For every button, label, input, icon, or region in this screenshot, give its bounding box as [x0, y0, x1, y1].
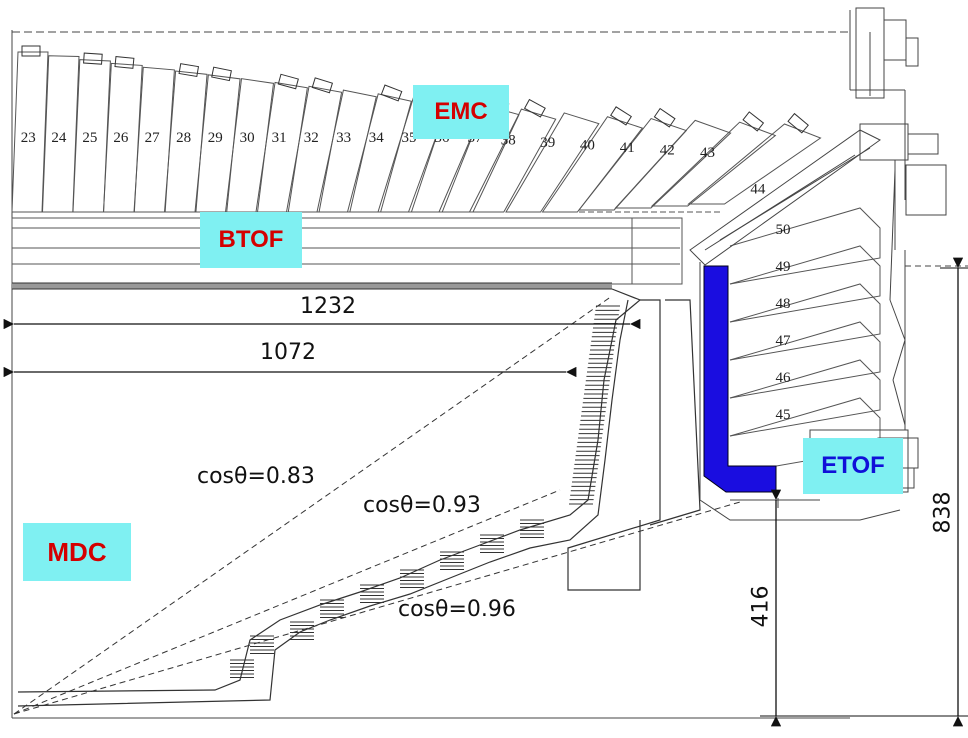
emc-crystal-number: 39	[540, 135, 555, 151]
emc-crystal-31	[255, 81, 308, 213]
emc-crystal-number: 31	[272, 130, 287, 146]
emc-crystal-number: 24	[51, 130, 67, 146]
emc-endcap-crystal-47	[729, 321, 881, 399]
emc-readout-block	[178, 63, 200, 78]
emc-crystal-33	[316, 89, 377, 213]
emc-crystal-number: 30	[240, 130, 255, 146]
emc-crystal-44	[687, 123, 822, 205]
mdc-label: MDC	[23, 523, 131, 581]
emc-endcap-crystal-48	[729, 283, 881, 361]
emc-crystal-number: 28	[176, 130, 191, 146]
emc-crystal-43	[650, 121, 777, 207]
etof-detector	[703, 265, 777, 493]
etof-support	[689, 129, 909, 521]
emc-crystal-number: 41	[620, 140, 635, 156]
emc-crystal-41	[577, 117, 688, 211]
emc-readout-block	[380, 84, 403, 102]
etof-label: ETOF	[803, 438, 903, 494]
emc-barrel-crystals: 2324252627282930313233343536373839404142…	[11, 45, 822, 213]
emc-crystal-32	[285, 85, 343, 213]
btof-slab	[11, 211, 720, 285]
right-mechanics	[855, 7, 947, 489]
cos-083-label: cosθ=0.83	[197, 464, 315, 489]
emc-crystal-number: 44	[750, 182, 766, 198]
dimension-lines	[3, 257, 968, 727]
btof-label: BTOF	[200, 212, 302, 268]
dim-416-text: 416	[748, 585, 774, 628]
mdc-endplate	[17, 288, 701, 707]
emc-crystal-number: 33	[336, 130, 351, 146]
emc-crystal-number: 27	[145, 130, 161, 146]
emc-endcap-crystal-46	[729, 359, 881, 437]
mdc-outer-wall	[12, 282, 612, 290]
emc-endcap-number: 48	[776, 296, 791, 312]
emc-crystal-number: 43	[700, 145, 715, 161]
emc-endcap-number: 46	[776, 370, 792, 386]
emc-crystal-number: 34	[369, 130, 385, 146]
cos-093-label: cosθ=0.93	[363, 493, 481, 518]
emc-crystal-number: 29	[208, 130, 223, 146]
emc-label: EMC	[413, 85, 509, 139]
emc-endcap-number: 47	[776, 333, 792, 349]
emc-readout-block	[211, 66, 232, 82]
emc-endcap-crystal-49	[729, 245, 881, 323]
emc-endcap-crystals: 50 49 48 47 46 45	[729, 207, 881, 475]
emc-readout-block	[523, 98, 546, 118]
cos-096-label: cosθ=0.96	[398, 597, 516, 622]
emc-crystal-number: 40	[580, 138, 595, 154]
dim-1232-text: 1232	[300, 294, 356, 319]
emc-crystal-34	[346, 93, 412, 213]
emc-readout-block	[83, 52, 103, 65]
emc-crystal-number: 23	[21, 130, 36, 146]
dim-1072-text: 1072	[260, 340, 316, 365]
angle-lines	[13, 295, 741, 715]
emc-readout-block	[610, 106, 632, 126]
emc-crystal-42	[614, 119, 732, 209]
emc-crystal-27	[133, 66, 175, 213]
emc-endcap-crystal-50	[729, 207, 881, 285]
emc-endcap-number: 45	[776, 407, 791, 423]
emc-readout-block	[21, 45, 41, 57]
emc-crystal-number: 35	[401, 130, 416, 146]
emc-readout-block	[787, 112, 809, 134]
emc-crystal-number: 25	[82, 130, 97, 146]
mdc-readout-electronics	[230, 305, 620, 678]
emc-crystal-40	[541, 116, 644, 213]
emc-readout-block	[114, 56, 135, 69]
emc-crystal-number: 32	[304, 130, 319, 146]
emc-readout-block	[277, 73, 299, 90]
emc-readout-block	[653, 107, 676, 128]
emc-crystal-number: 42	[660, 143, 675, 159]
emc-endcap-number: 50	[776, 222, 791, 238]
emc-endcap-number: 49	[776, 259, 791, 275]
emc-readout-block	[742, 111, 765, 132]
emc-readout-block	[311, 77, 334, 94]
emc-crystal-number: 26	[113, 130, 129, 146]
dim-838-text: 838	[930, 491, 956, 534]
